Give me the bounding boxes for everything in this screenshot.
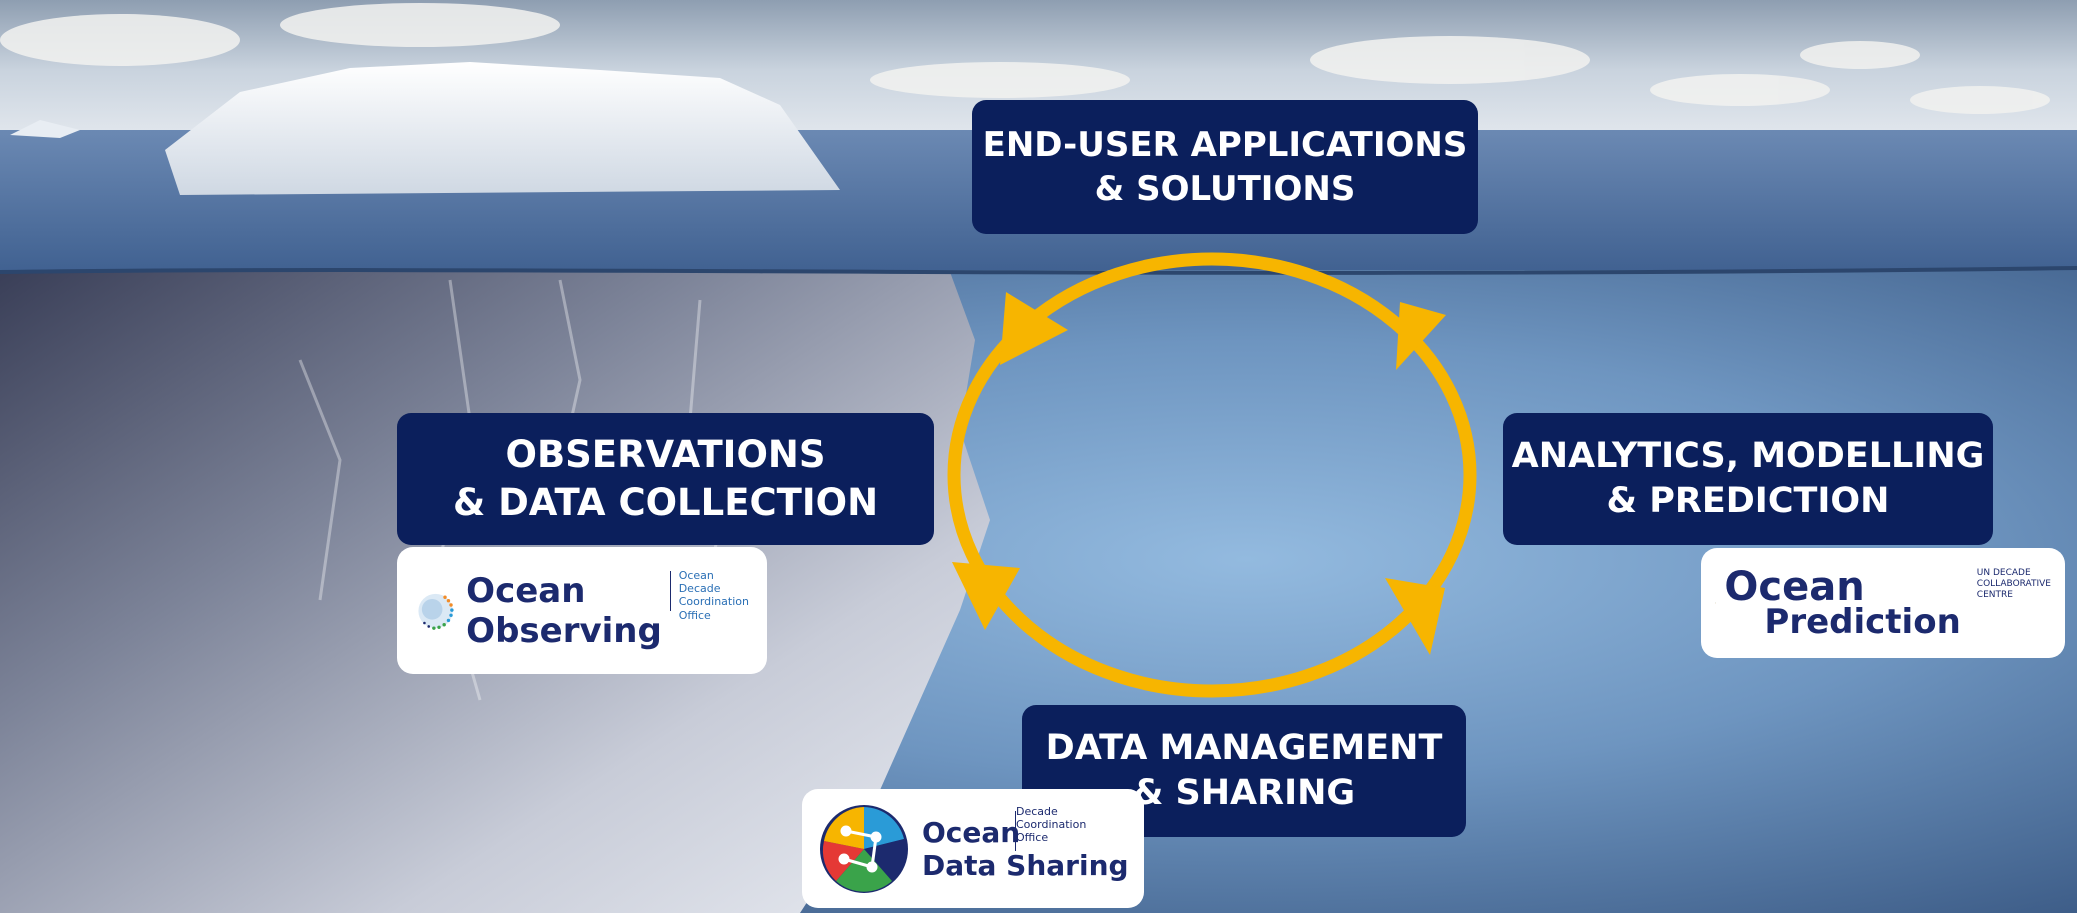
logo-observing-sub1: Ocean Decade (678, 569, 721, 596)
logo-observing-name2: Observing (466, 610, 662, 651)
logo-ocean-prediction: Ocean Prediction UN DECADE COLLABORATIVE… (1701, 548, 2065, 658)
logo-data-sharing-sub1: Decade (1016, 805, 1058, 818)
box-top-line1: END-USER APPLICATIONS (982, 124, 1468, 165)
logo-ocean-data-sharing: Ocean Data Sharing Decade Coordination O… (802, 789, 1144, 908)
data-sharing-network-icon (820, 804, 908, 893)
box-right-line2: & PREDICTION (1606, 481, 1890, 521)
arrowhead-top-left (1000, 292, 1068, 365)
box-top-line2: & SOLUTIONS (1094, 169, 1356, 209)
logo-observing-name1: Ocean (466, 570, 586, 611)
box-end-user-applications: END-USER APPLICATIONS & SOLUTIONS (972, 100, 1478, 234)
logo-data-sharing-name1: Ocean (922, 815, 1021, 849)
logo-data-sharing-divider (1015, 811, 1016, 851)
box-left-line2: & DATA COLLECTION (452, 481, 879, 524)
logo-data-sharing-name2: Data Sharing (922, 848, 1129, 882)
logo-ocean-observing: Ocean Observing Ocean Decade Coordinatio… (397, 547, 767, 674)
globe-dots-icon (418, 593, 454, 630)
cycle-arrow (947, 252, 1477, 698)
logo-observing-sub2: Coordination (678, 595, 749, 609)
logo-prediction-name2: Prediction (1764, 601, 1961, 642)
iceberg-distant (10, 120, 80, 138)
clouds (0, 3, 2050, 114)
arrowhead-top-right (1396, 302, 1446, 370)
logo-data-sharing-sub2: Coordination (1016, 818, 1087, 832)
prediction-dots-icon (1715, 602, 1717, 604)
logo-prediction-name1: Ocean (1724, 563, 1865, 610)
arrowhead-bottom-right (1385, 578, 1445, 655)
logo-prediction-sub3: CENTRE (1976, 589, 2013, 600)
box-left-line1: OBSERVATIONS (505, 432, 826, 476)
box-bottom-line2: & SHARING (1132, 773, 1356, 813)
waterline (0, 266, 2077, 275)
logo-observing-sub3: Office (678, 608, 711, 622)
box-right-line1: ANALYTICS, MODELLING (1511, 435, 1985, 476)
box-analytics-modelling: ANALYTICS, MODELLING & PREDICTION (1503, 413, 1993, 545)
arrowhead-bottom-left (952, 562, 1020, 630)
iceberg-above-water (165, 62, 840, 195)
logo-prediction-sub1: UN DECADE (1976, 568, 2031, 578)
logo-prediction-sub2: COLLABORATIVE (1976, 578, 2051, 589)
box-observations: OBSERVATIONS & DATA COLLECTION (397, 413, 934, 545)
logo-data-sharing-sub3: Office (1016, 831, 1049, 845)
logo-observing-divider (669, 571, 671, 611)
box-bottom-line1: DATA MANAGEMENT (1045, 727, 1443, 768)
